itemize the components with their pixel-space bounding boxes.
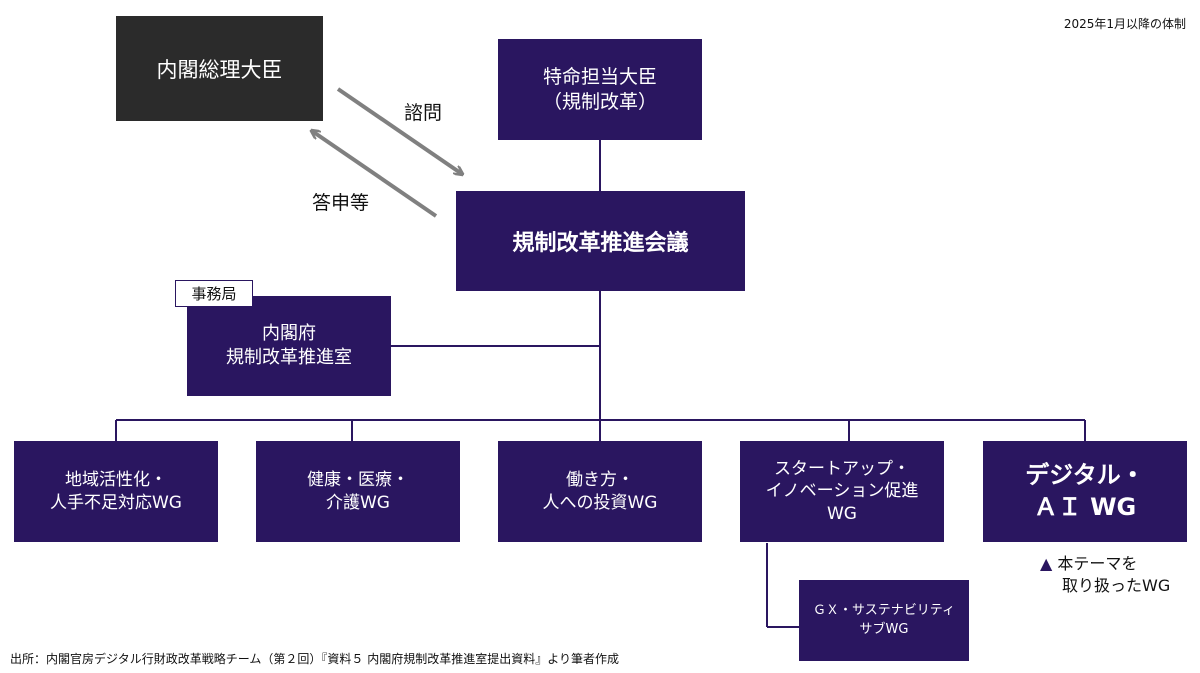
report-label: 答申等: [312, 192, 370, 214]
wg-box-regional: 地域活性化・ 人手不足対応WG: [14, 441, 218, 542]
wg-startup-line1: スタートアップ・: [774, 459, 910, 480]
council-box-text: 規制改革推進会議: [512, 231, 689, 256]
wg-box-digital-ai: デジタル・ ＡＩ WG: [983, 441, 1187, 542]
source-text: 出所：内閣官房デジタル行財政改革戦略チーム（第２回）『資料５ 内閣府規制改革推進…: [10, 652, 619, 666]
pm-box-text: 内閣総理大臣: [156, 57, 283, 82]
minister-box-line2: （規制改革）: [542, 90, 657, 113]
wg-digital-line2: ＡＩ WG: [1033, 492, 1137, 521]
office-box-line2: 規制改革推進室: [226, 347, 352, 368]
sub-wg-line1: ＧＸ・サステナビリティ: [813, 602, 955, 618]
minister-box: 特命担当大臣 （規制改革）: [498, 39, 702, 140]
wg-startup-line2: イノベーション促進: [765, 481, 919, 502]
consult-arrow: [336, 87, 462, 174]
wg-startup-line3: WG: [827, 503, 857, 524]
wg-regional-line2: 人手不足対応WG: [50, 492, 182, 513]
legend-line1: 本テーマを: [1057, 554, 1138, 573]
wg-health-line2: 介護WG: [326, 492, 390, 513]
legend-line2: 取り扱ったWG: [1062, 576, 1171, 596]
council-box: 規制改革推進会議: [456, 191, 745, 291]
wg-work-line2: 人への投資WG: [542, 492, 658, 513]
wg-work-line1: 働き方・: [566, 469, 634, 490]
legend: ▲ 本テーマを 取り扱ったWG: [1040, 553, 1170, 598]
report-arrow: [312, 131, 438, 218]
office-box: 内閣府 規制改革推進室: [187, 296, 391, 396]
office-box-line1: 内閣府: [262, 322, 316, 344]
wg-digital-line1: デジタル・: [1025, 461, 1145, 490]
consult-label: 諮問: [404, 102, 443, 124]
minister-box-line1: 特命担当大臣: [542, 65, 657, 88]
sub-wg-box-gx: ＧＸ・サステナビリティ サブWG: [799, 580, 969, 661]
legend-triangle-icon: ▲: [1040, 554, 1053, 573]
sub-wg-line2: サブWG: [859, 621, 909, 637]
wg-box-startup: スタートアップ・ イノベーション促進 WG: [740, 441, 944, 542]
wg-regional-line1: 地域活性化・: [65, 469, 167, 490]
wg-box-health: 健康・医療・ 介護WG: [256, 441, 460, 542]
secretariat-tag: 事務局: [175, 280, 253, 307]
pm-box: 内閣総理大臣: [116, 16, 323, 121]
wg-box-work: 働き方・ 人への投資WG: [498, 441, 702, 542]
note-text: 2025年1月以降の体制: [1063, 17, 1186, 31]
wg-health-line1: 健康・医療・: [307, 469, 409, 490]
